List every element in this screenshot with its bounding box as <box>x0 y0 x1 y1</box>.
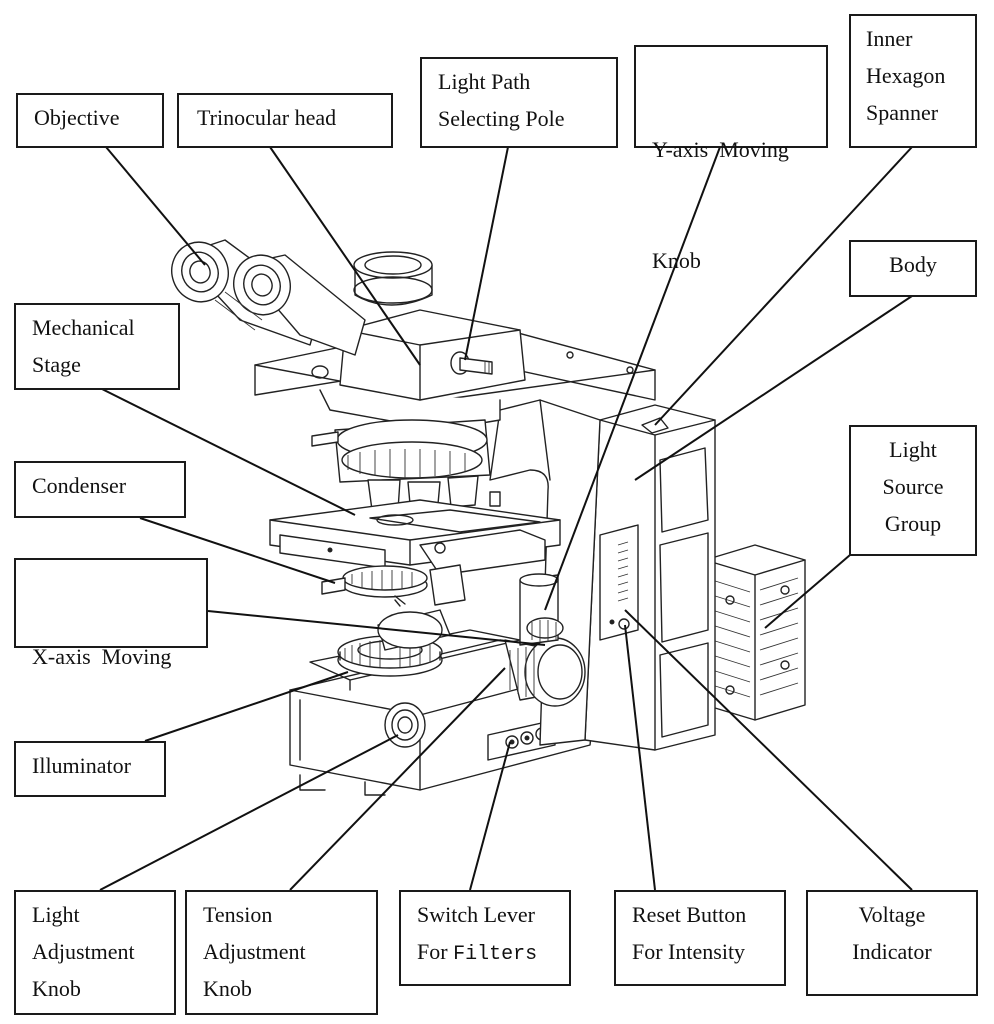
label-body-line-1: Body <box>889 252 937 277</box>
label-mechanical-stage: Mechanical Stage <box>14 303 180 390</box>
label-body: Body <box>849 240 977 297</box>
label-voltage-indicator: Voltage Indicator <box>806 890 978 996</box>
label-mechanical-stage-line-1: Mechanical <box>32 315 135 340</box>
label-light-source-line-2: Source <box>882 474 944 499</box>
focus-knobs <box>377 573 586 707</box>
label-condenser-line-1: Condenser <box>32 473 127 498</box>
label-light-adjustment-line-2: Adjustment <box>32 939 135 964</box>
label-trinocular-head: Trinocular head <box>177 93 393 148</box>
label-reset-button-for-intensity: Reset Button For Intensity <box>614 890 786 986</box>
light-adjustment-knob-drawing <box>384 702 426 748</box>
label-tension-adjustment-line-3: Knob <box>203 976 252 1001</box>
microscope-body <box>584 404 716 751</box>
label-tension-adjustment-knob: Tension Adjustment Knob <box>185 890 378 1015</box>
label-light-source-group: Light Source Group <box>849 425 977 556</box>
label-switch-lever-line-2: For Filters <box>417 933 561 973</box>
eyepieces <box>171 239 366 379</box>
label-switch-lever-for: For <box>417 939 454 964</box>
label-tension-adjustment-line-2: Adjustment <box>203 939 306 964</box>
label-voltage-indicator-line-1: Voltage <box>858 902 926 927</box>
mechanical-stage-drawing <box>269 499 561 576</box>
leader-lines <box>99 146 913 891</box>
label-mechanical-stage-line-2: Stage <box>32 352 81 377</box>
label-hex-spanner-line-2: Hexagon <box>866 63 946 88</box>
label-light-adjustment-line-3: Knob <box>32 976 81 1001</box>
label-objective-line-1: Objective <box>34 105 120 130</box>
condenser-drawing <box>321 564 466 607</box>
light-source-box <box>704 544 806 721</box>
label-x-axis-moving-knob: X-axis Moving Knob <box>14 558 208 780</box>
label-light-adjustment-line-1: Light <box>32 902 80 927</box>
label-switch-lever-line-1: Switch Lever <box>417 902 535 927</box>
trinocular-head-drawing <box>339 251 526 401</box>
label-light-path-line-1: Light Path <box>438 69 531 94</box>
label-tension-adjustment-line-1: Tension <box>203 902 273 927</box>
label-switch-lever-for-filters: Switch Lever For Filters <box>399 890 571 986</box>
label-voltage-indicator-line-2: Indicator <box>852 939 932 964</box>
label-light-path-selecting-pole: Light Path Selecting Pole <box>420 57 618 148</box>
label-x-axis-line-1: X-axis Moving <box>32 644 172 669</box>
label-light-path-line-2: Selecting Pole <box>438 106 565 131</box>
label-switch-lever-filters: Filters <box>453 943 538 966</box>
label-reset-button-line-1: Reset Button <box>632 902 747 927</box>
label-light-adjustment-knob: Light Adjustment Knob <box>14 890 176 1015</box>
label-inner-hexagon-spanner: Inner Hexagon Spanner <box>849 14 977 148</box>
label-y-axis-line-1: Y-axis Moving <box>652 137 789 162</box>
label-hex-spanner-line-1: Inner <box>866 26 913 51</box>
label-light-source-line-3: Group <box>884 511 942 536</box>
label-light-source-line-1: Light <box>889 437 937 462</box>
label-objective: Objective <box>16 93 164 148</box>
label-reset-button-line-2: For Intensity <box>632 939 746 964</box>
label-y-axis-line-2: Knob <box>652 248 701 273</box>
label-illuminator-line-1: Illuminator <box>32 753 131 778</box>
label-y-axis-moving-knob: Y-axis Moving Knob <box>634 45 828 273</box>
label-condenser: Condenser <box>14 461 186 518</box>
label-illuminator: Illuminator <box>14 741 166 797</box>
label-hex-spanner-line-3: Spanner <box>866 100 939 125</box>
label-trinocular-head-line-1: Trinocular head <box>197 105 337 130</box>
